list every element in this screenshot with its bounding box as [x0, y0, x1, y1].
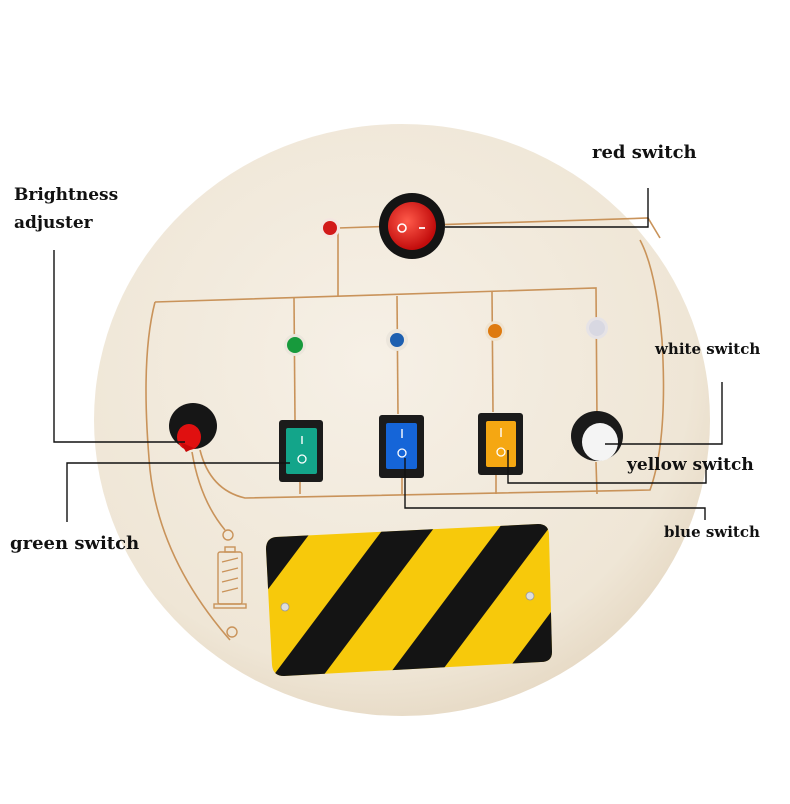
white-led: [586, 317, 608, 339]
label-yellow-switch: yellow switch: [627, 455, 754, 475]
red-switch: [379, 193, 445, 259]
green-switch: [279, 420, 323, 482]
green-led: [284, 334, 306, 356]
label-green-switch: green switch: [10, 533, 140, 554]
battery-icon: [213, 529, 247, 638]
blue-switch: [379, 415, 424, 478]
label-brightness-line2: adjuster: [14, 213, 93, 233]
label-red-switch: red switch: [592, 142, 697, 163]
label-blue-switch: blue switch: [664, 523, 760, 541]
hazard-stripe-panel: [266, 524, 552, 676]
label-brightness-line1: Brightness: [14, 185, 119, 205]
screw-right: [525, 591, 535, 601]
blue-led: [386, 329, 408, 351]
brightness-adjuster: [169, 403, 217, 452]
orange-led: [485, 321, 505, 341]
yellow-switch: [478, 413, 523, 475]
circuit-traces: [145, 217, 665, 641]
white-switch: [571, 411, 623, 461]
screw-left: [280, 602, 290, 612]
label-white-switch: white switch: [655, 340, 761, 358]
callout-lines: [53, 188, 723, 522]
